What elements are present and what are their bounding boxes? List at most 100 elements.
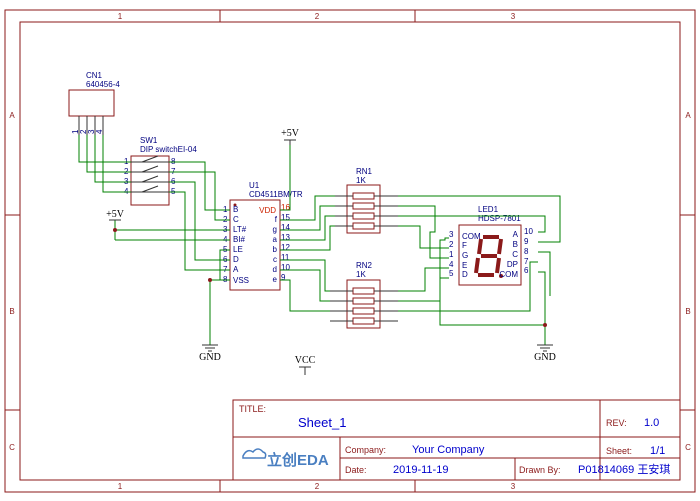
ground-right-label: GND bbox=[534, 352, 556, 363]
u1-pin-10-num: 10 bbox=[281, 263, 290, 272]
rn1-ref: RN1 bbox=[356, 167, 373, 176]
rev-value: 1.0 bbox=[644, 417, 659, 429]
led1-pin-10-num: 10 bbox=[524, 227, 533, 236]
cn1-pin-2: 2 bbox=[79, 129, 88, 134]
title-value: Sheet_1 bbox=[298, 415, 346, 430]
led1-pin-4-num: 4 bbox=[449, 260, 454, 269]
display-led1[interactable]: LED1 HDSP-7801 3 2 1 4 5 COM F G E D A B… bbox=[449, 205, 533, 286]
led1-pin-7-num: 7 bbox=[524, 257, 529, 266]
eda-logo: 立创EDA bbox=[242, 448, 329, 469]
zone-col-3-bottom: 3 bbox=[511, 482, 516, 491]
rn2-value: 1K bbox=[356, 270, 366, 279]
led1-pin-g-name: G bbox=[462, 251, 468, 260]
u1-pin-8-name: VSS bbox=[233, 276, 249, 285]
u1-pin-14-name: g bbox=[273, 225, 277, 234]
power-vcc-label: VCC bbox=[295, 355, 316, 366]
switch-sw1[interactable]: SW1 DIP switchEI-04 1 2 3 4 8 7 6 5 bbox=[124, 136, 197, 206]
rev-label: REV: bbox=[606, 418, 627, 428]
led1-pin-com2-name: COM bbox=[499, 270, 518, 279]
power-5v-left-label: +5V bbox=[106, 209, 125, 220]
sheet-label: Sheet: bbox=[606, 446, 632, 456]
power-5v-left: +5V bbox=[106, 209, 125, 221]
u1-pin-11-num: 11 bbox=[281, 253, 290, 262]
cloud-icon bbox=[242, 448, 267, 459]
led1-pin-b-name: B bbox=[513, 240, 518, 249]
u1-pin-12-name: b bbox=[273, 245, 278, 254]
u1-vdd-label: VDD bbox=[259, 206, 276, 215]
wires bbox=[78, 135, 561, 345]
led1-pin-dp-name: DP bbox=[507, 260, 518, 269]
u1-pin-15-num: 15 bbox=[281, 213, 290, 222]
resistor-network-rn2[interactable]: RN2 1K bbox=[330, 261, 398, 329]
sw1-ref: SW1 bbox=[140, 136, 158, 145]
u1-pin-11-name: c bbox=[273, 255, 277, 264]
ic-u1[interactable]: U1 CD4511BM/TR 1 2 3 4 5 6 7 8 B C LT# B… bbox=[223, 181, 303, 291]
cn1-pin-1: 1 bbox=[71, 129, 80, 134]
zone-row-a-right: A bbox=[685, 111, 691, 120]
sw1-value: DIP switchEI-04 bbox=[140, 145, 197, 154]
led1-pin-com-name: COM bbox=[462, 232, 481, 241]
zone-col-1-top: 1 bbox=[118, 12, 123, 21]
led1-pin-3-num: 3 bbox=[449, 230, 454, 239]
cn1-pin-4: 4 bbox=[95, 129, 104, 134]
led1-pin-9-num: 9 bbox=[524, 237, 529, 246]
zone-col-3-top: 3 bbox=[511, 12, 516, 21]
u1-pin-7-name: A bbox=[233, 265, 239, 274]
ground-left-label: GND bbox=[199, 352, 221, 363]
zone-row-b-right: B bbox=[685, 307, 690, 316]
led1-pin-a-name: A bbox=[513, 230, 519, 239]
power-5v-top-label: +5V bbox=[281, 128, 300, 139]
led1-pin-c-name: C bbox=[512, 250, 518, 259]
title-block: TITLE: Sheet_1 REV: 1.0 立创EDA Company: Y… bbox=[232, 399, 681, 481]
drawn-label: Drawn By: bbox=[519, 465, 561, 475]
led1-pin-5-num: 5 bbox=[449, 269, 454, 278]
led1-pin-f-name: F bbox=[462, 241, 467, 250]
rn2-ref: RN2 bbox=[356, 261, 373, 270]
u1-pin-9-name: e bbox=[273, 275, 278, 284]
title-label: TITLE: bbox=[239, 404, 266, 414]
u1-pin-5-name: LE bbox=[233, 245, 243, 254]
u1-pin-12-num: 12 bbox=[281, 243, 290, 252]
seven-segment-digit-glyph bbox=[474, 235, 503, 277]
led1-value: HDSP-7801 bbox=[478, 214, 521, 223]
u1-pin-1-name: B bbox=[233, 205, 238, 214]
u1-pin-13-num: 13 bbox=[281, 233, 290, 242]
u1-value: CD4511BM/TR bbox=[249, 190, 303, 199]
u1-pin-13-name: a bbox=[273, 235, 278, 244]
led1-pin-d-name: D bbox=[462, 270, 468, 279]
u1-pin-3-name: LT# bbox=[233, 225, 247, 234]
u1-pin-6-name: D bbox=[233, 255, 239, 264]
company-label: Company: bbox=[345, 445, 386, 455]
led1-pin-6-num: 6 bbox=[524, 266, 529, 275]
u1-pin-9-num: 9 bbox=[281, 273, 286, 282]
junctions bbox=[113, 228, 547, 327]
resistor-network-rn1[interactable]: RN1 1K bbox=[335, 167, 398, 234]
connector-cn1[interactable]: CN1 640456-4 1 2 3 4 bbox=[68, 71, 120, 135]
logo-text: 立创EDA bbox=[267, 451, 329, 469]
zone-row-a-left: A bbox=[9, 111, 15, 120]
ground-left: GND bbox=[199, 344, 221, 363]
u1-pin-15-name: f bbox=[275, 215, 278, 224]
led1-ref: LED1 bbox=[478, 205, 499, 214]
zone-row-c-right: C bbox=[685, 443, 691, 452]
drawn-value: P01814069 王安琪 bbox=[578, 462, 670, 476]
u1-pin-4-name: BI# bbox=[233, 235, 246, 244]
zone-col-2-top: 2 bbox=[315, 12, 320, 21]
cn1-pin-3: 3 bbox=[87, 129, 96, 134]
u1-pin-2-name: C bbox=[233, 215, 239, 224]
company-value: Your Company bbox=[412, 444, 485, 456]
sheet-value: 1/1 bbox=[650, 445, 665, 457]
zone-col-1-bottom: 1 bbox=[118, 482, 123, 491]
led1-pin-8-num: 8 bbox=[524, 247, 529, 256]
zone-row-c-left: C bbox=[9, 443, 15, 452]
led1-pin-e-name: E bbox=[462, 261, 467, 270]
power-vcc: VCC bbox=[295, 355, 316, 375]
u1-pin-14-num: 14 bbox=[281, 223, 290, 232]
cn1-ref: CN1 bbox=[86, 71, 103, 80]
date-label: Date: bbox=[345, 465, 367, 475]
ground-right: GND bbox=[534, 344, 556, 363]
u1-pin-10-name: d bbox=[273, 265, 277, 274]
cn1-value: 640456-4 bbox=[86, 80, 120, 89]
rn1-value: 1K bbox=[356, 176, 366, 185]
